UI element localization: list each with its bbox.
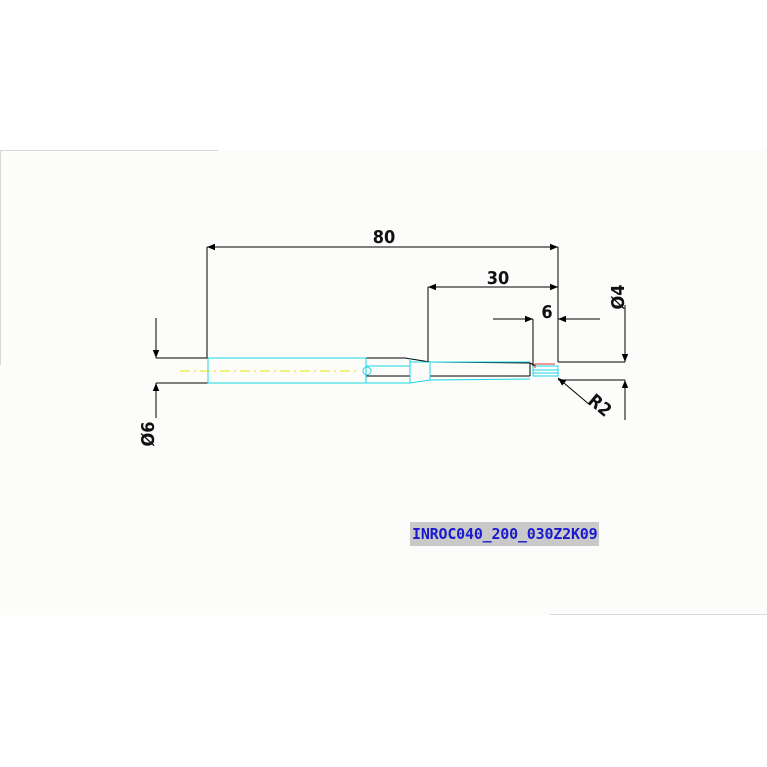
dimension-tip-length [493,315,600,366]
dimension-shank-length [427,283,558,362]
frame-top-left-line [0,150,218,151]
part-number-label: INROC040_200_030Z2K09 [410,522,600,546]
tip-detail [534,363,555,368]
frame-bottom-right-line [550,614,767,615]
frame-left-line [0,150,1,365]
dimension-label-6: 6 [541,302,552,323]
dimension-corner-radius [557,377,591,406]
dimension-overall-length [206,243,559,362]
dimension-label-dia6: Ø6 [138,421,159,446]
dimension-label-r2: R2 [584,390,616,421]
dimension-label-30: 30 [487,268,510,289]
dimension-label-80: 80 [373,227,396,248]
dimension-label-dia4: Ø4 [608,284,629,309]
hidden-geometry [207,357,559,384]
